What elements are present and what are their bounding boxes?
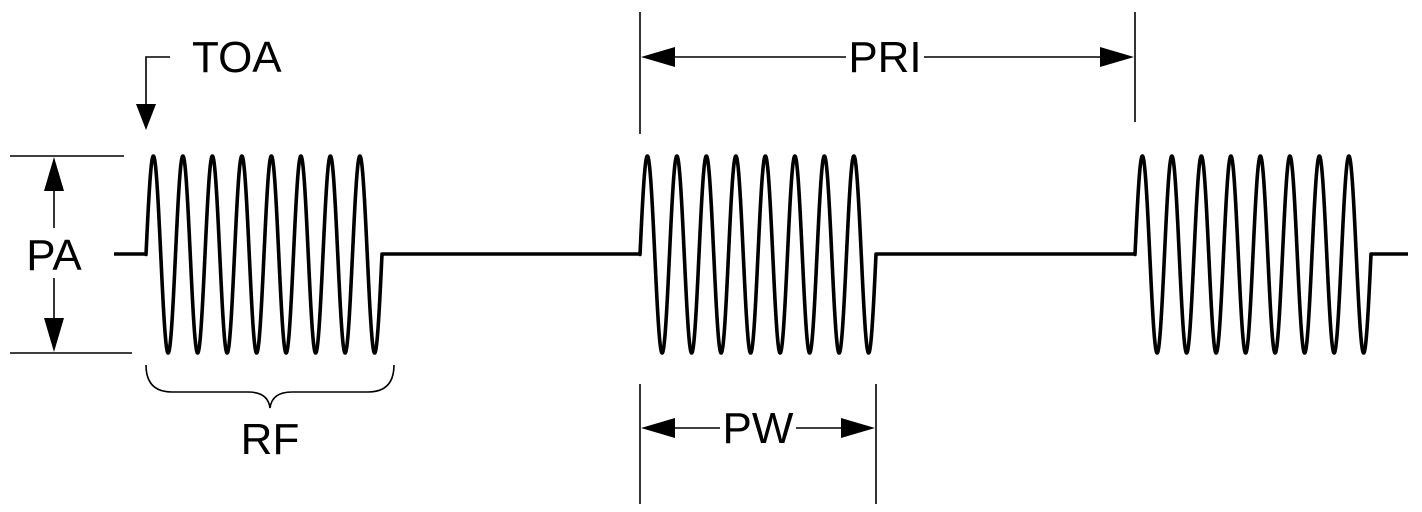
pri-dimension: PRI: [639, 12, 1136, 134]
pulse-waveform: [114, 154, 1408, 355]
pw-right-arrowhead: [841, 418, 875, 438]
pa-bottom-arrowhead: [44, 318, 64, 352]
pri-label: PRI: [848, 33, 921, 82]
rf-brace: RF: [145, 364, 395, 464]
pri-right-arrowhead: [1100, 47, 1134, 67]
toa-leader-line: [145, 56, 170, 108]
toa-arrowhead: [136, 104, 156, 130]
pa-top-arrowhead: [44, 157, 64, 191]
pw-dimension: PW: [639, 384, 877, 504]
toa-marker: TOA: [136, 33, 282, 130]
pw-label: PW: [723, 404, 794, 453]
rf-brace-shape: [145, 364, 395, 409]
rf-label: RF: [241, 415, 300, 464]
pa-label: PA: [26, 231, 82, 280]
pa-dimension: PA: [10, 155, 132, 354]
pw-left-arrowhead: [641, 418, 675, 438]
pri-left-arrowhead: [641, 47, 675, 67]
toa-label: TOA: [192, 33, 282, 82]
